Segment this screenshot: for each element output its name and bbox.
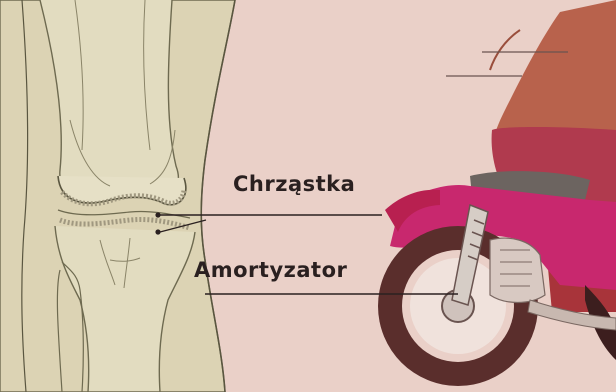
cartilage-callout-line-2 xyxy=(160,220,206,232)
cartilage-marker-lower xyxy=(155,229,160,234)
cartilage-marker-upper xyxy=(155,212,160,217)
cartilage-label: Chrząstka xyxy=(233,172,355,196)
shock-absorber-label: Amortyzator xyxy=(194,258,347,282)
